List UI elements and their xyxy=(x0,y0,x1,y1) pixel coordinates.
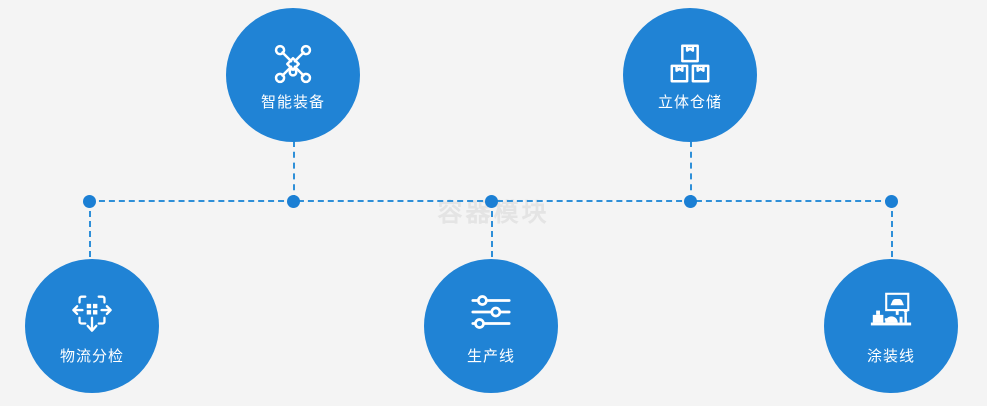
module-label-painting: 涂装线 xyxy=(866,346,915,365)
module-production[interactable]: 生产线 xyxy=(424,259,558,393)
module-equipment[interactable]: 智能装备 xyxy=(226,8,360,142)
sliders-icon xyxy=(468,289,514,335)
stem-painting xyxy=(891,201,893,267)
module-label-logistics: 物流分检 xyxy=(59,346,124,365)
stem-warehouse xyxy=(690,141,692,201)
network-nodes-icon xyxy=(270,41,316,87)
module-painting[interactable]: 涂装线 xyxy=(824,259,958,393)
module-label-equipment: 智能装备 xyxy=(260,92,325,111)
paint-booth-icon xyxy=(868,289,914,335)
node-equipment[interactable] xyxy=(286,194,300,208)
module-label-warehouse: 立体仓储 xyxy=(657,92,722,111)
stem-logistics xyxy=(89,201,91,267)
module-warehouse[interactable]: 立体仓储 xyxy=(623,8,757,142)
node-production[interactable] xyxy=(484,194,498,208)
stem-production xyxy=(491,201,493,267)
node-painting[interactable] xyxy=(884,194,898,208)
module-logistics[interactable]: 物流分检 xyxy=(25,259,159,393)
stem-equipment xyxy=(293,141,295,201)
sorting-arrows-icon xyxy=(69,289,115,335)
module-label-production: 生产线 xyxy=(466,346,515,365)
stacked-boxes-icon xyxy=(667,41,713,87)
node-warehouse[interactable] xyxy=(683,194,697,208)
node-logistics[interactable] xyxy=(82,194,96,208)
